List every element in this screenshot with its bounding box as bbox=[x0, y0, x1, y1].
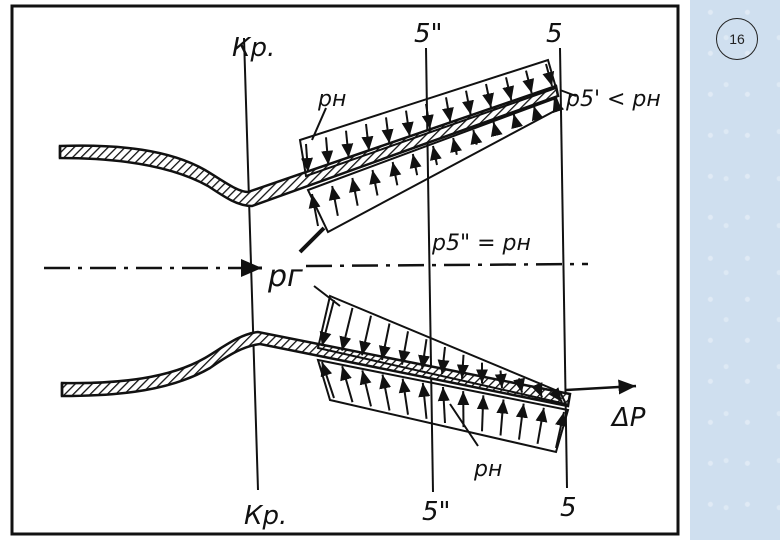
label-5pp-top: 5" bbox=[414, 19, 443, 49]
delta-p-arrow bbox=[565, 379, 637, 395]
pressure-arrow bbox=[321, 137, 334, 165]
section-line-kr bbox=[243, 37, 259, 491]
pressure-arrow bbox=[430, 145, 442, 166]
pressure-arrow bbox=[515, 403, 528, 440]
pressure-arrow bbox=[378, 323, 391, 361]
pressure-arrow bbox=[437, 386, 450, 424]
pressure-arrow bbox=[359, 315, 372, 356]
pressure-arrow bbox=[496, 399, 509, 436]
label-pn-upper: рн bbox=[317, 87, 346, 112]
pressure-arrow bbox=[398, 331, 411, 365]
pressure-arrow bbox=[409, 153, 422, 176]
pressure-arrow bbox=[470, 129, 483, 145]
label-p5pp-eq-pn: р5" = рн bbox=[431, 231, 531, 256]
pressure-arrow bbox=[531, 382, 543, 398]
pointer-pg-upper bbox=[298, 226, 326, 254]
pressure-diagram-upper bbox=[298, 58, 565, 234]
label-5-bottom: 5 bbox=[560, 493, 577, 523]
pressure-arrow bbox=[548, 387, 563, 403]
pressure-arrow bbox=[502, 77, 515, 101]
pressure-arrow bbox=[389, 161, 402, 186]
pressure-arrow bbox=[542, 63, 555, 87]
pressure-arrow bbox=[328, 185, 341, 217]
pressure-arrow bbox=[418, 382, 431, 419]
nozzle-diagram: Кр. Кр. 5" 5" 5 5 рн р5' < рн р5" = рн р… bbox=[10, 4, 680, 536]
label-p5-lt-pn: р5' < рн bbox=[565, 87, 661, 112]
pressure-arrow bbox=[462, 90, 474, 115]
pressure-arrow bbox=[320, 361, 335, 399]
pressure-arrow bbox=[441, 97, 454, 123]
nozzle-wall-lower bbox=[60, 330, 572, 408]
pressure-arrow bbox=[341, 130, 354, 158]
pressure-arrow bbox=[482, 83, 494, 108]
nozzle-wall-upper bbox=[58, 84, 560, 208]
pressure-arrow bbox=[418, 339, 430, 370]
pressure-arrow bbox=[531, 105, 544, 122]
pressure-arrow bbox=[301, 143, 313, 173]
label-kr-bottom: Кр. bbox=[244, 501, 287, 531]
label-delta-p: ΔP bbox=[610, 403, 646, 433]
pointer-pg-lower bbox=[313, 285, 341, 307]
pressure-arrow bbox=[450, 137, 463, 156]
axis-line-right bbox=[305, 262, 589, 268]
pressure-arrow bbox=[437, 346, 450, 375]
pressure-arrow bbox=[381, 117, 394, 144]
pressure-arrow bbox=[359, 370, 372, 407]
pressure-arrow bbox=[421, 103, 434, 130]
label-5pp-bottom: 5" bbox=[422, 497, 451, 527]
pressure-arrow bbox=[369, 169, 382, 196]
pressure-arrow bbox=[308, 193, 321, 227]
label-pg: рг bbox=[267, 259, 303, 294]
pressure-arrow bbox=[552, 97, 565, 114]
pointer-pn-upper bbox=[311, 107, 327, 141]
pressure-arrow bbox=[555, 411, 567, 449]
diagram-panel: Кр. Кр. 5" 5" 5 5 рн р5' < рн р5" = рн р… bbox=[0, 0, 690, 540]
label-5-top: 5 bbox=[546, 19, 563, 49]
pressure-arrow bbox=[513, 377, 526, 393]
pressure-arrow bbox=[535, 407, 548, 445]
pressure-arrow bbox=[349, 177, 361, 206]
pressure-arrow bbox=[401, 110, 414, 137]
pressure-arrow bbox=[361, 123, 374, 151]
pressure-arrow bbox=[339, 307, 354, 351]
pressure-arrow bbox=[379, 374, 392, 411]
pressure-arrow bbox=[476, 395, 489, 432]
pressure-arrow bbox=[319, 299, 335, 347]
pressure-arrow bbox=[522, 70, 535, 94]
pressure-arrow bbox=[490, 121, 503, 138]
pointer-pn-lower bbox=[449, 403, 479, 447]
pressure-arrow bbox=[398, 378, 411, 415]
frame-border bbox=[10, 4, 680, 536]
slide-number-badge: 16 bbox=[716, 18, 758, 60]
label-kr-top: Кр. bbox=[232, 33, 275, 63]
pressure-arrow bbox=[340, 365, 354, 403]
label-pn-lower: рн bbox=[473, 457, 502, 482]
pressure-arrow bbox=[511, 113, 523, 130]
pressure-diagram-lower bbox=[316, 294, 570, 454]
pressure-arrow bbox=[456, 354, 469, 379]
pressure-arrow bbox=[494, 370, 507, 389]
